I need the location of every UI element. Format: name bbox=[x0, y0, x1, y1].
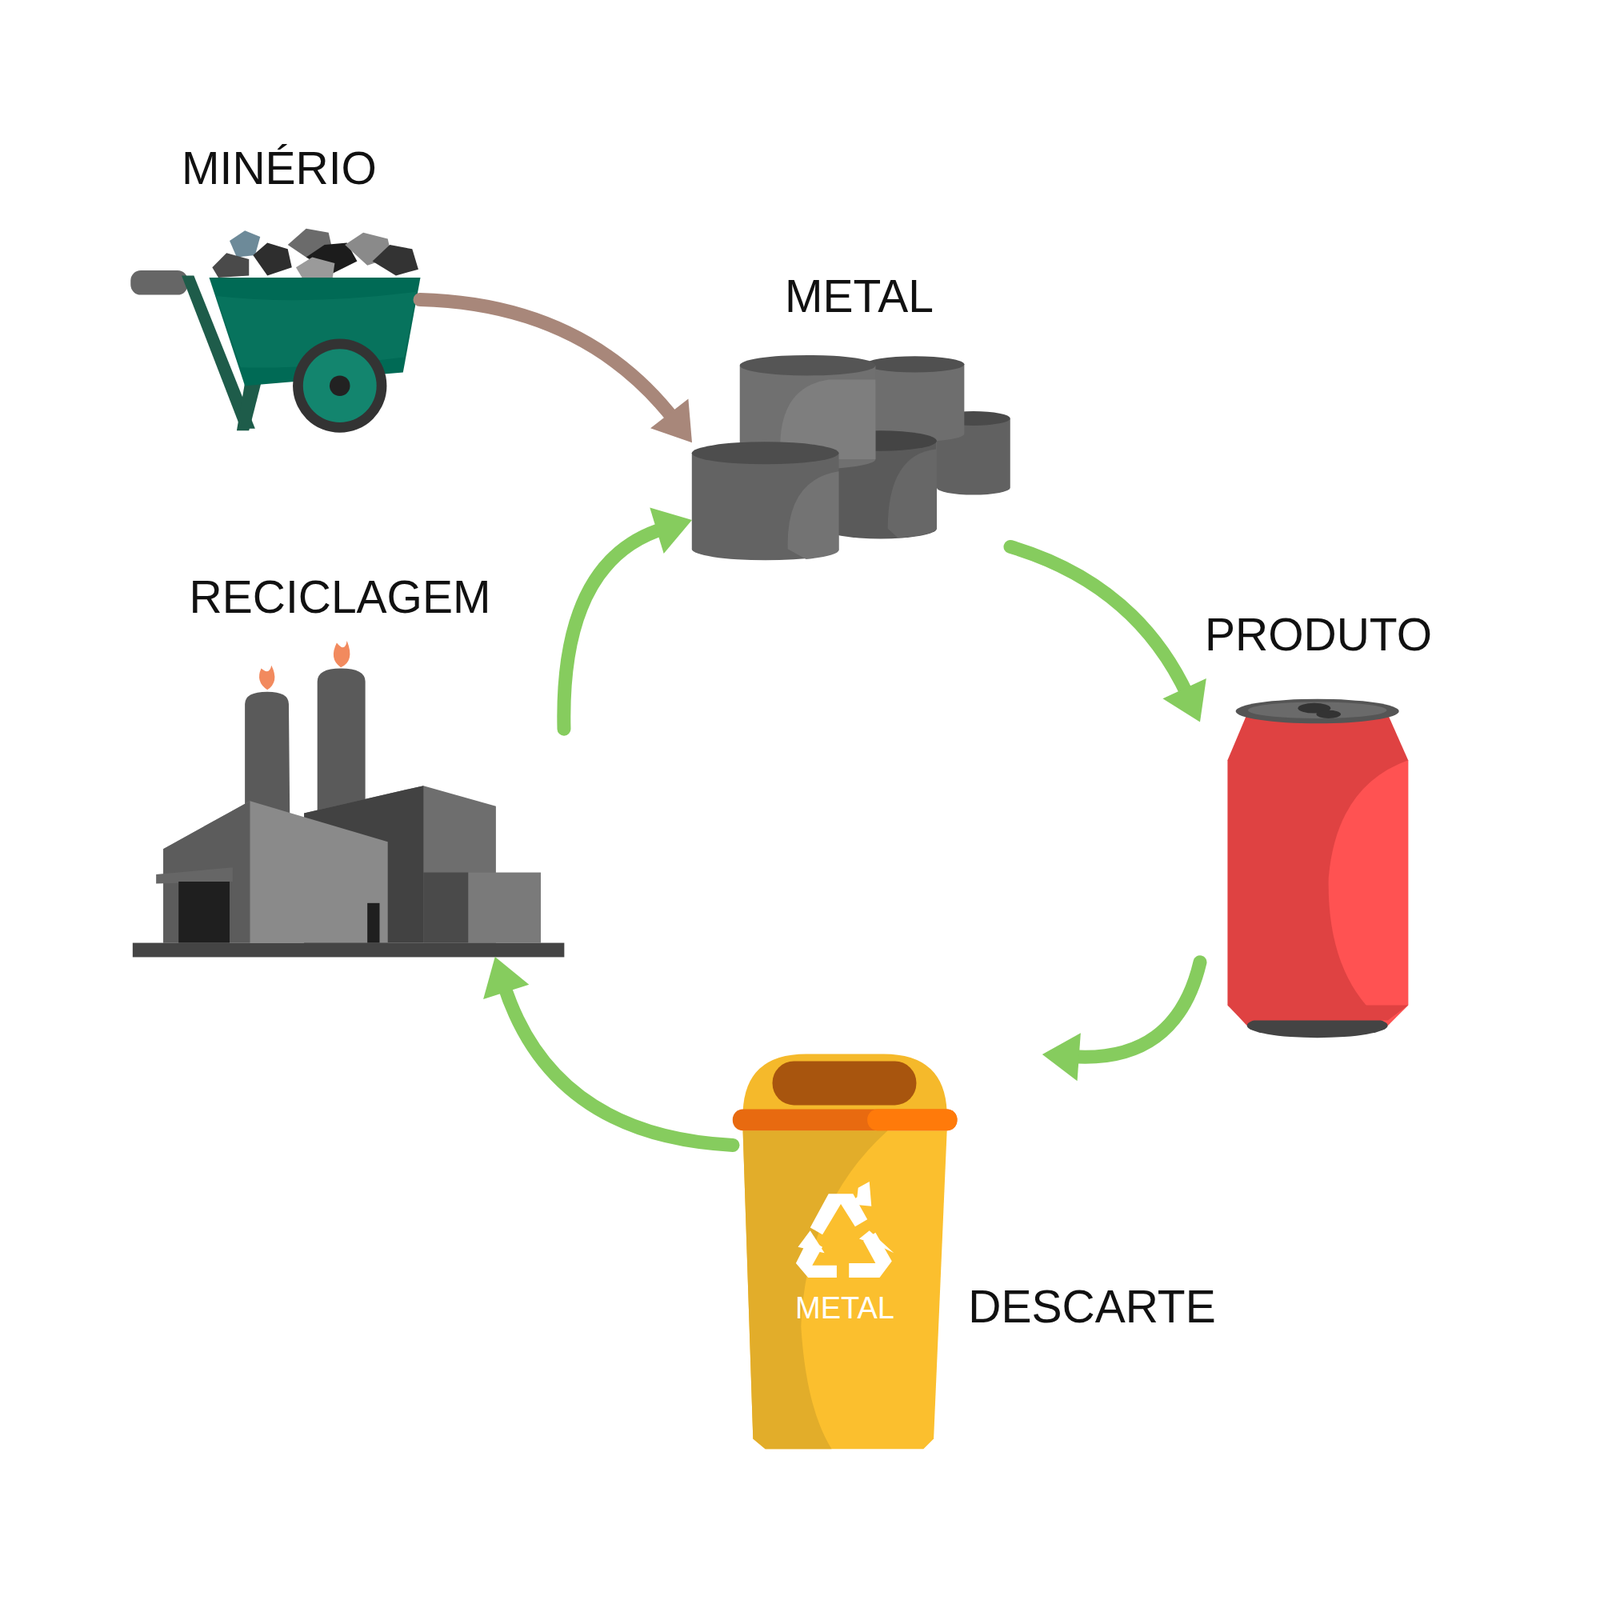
stage-label: MINÉRIO bbox=[181, 143, 377, 194]
cycle-arrow bbox=[564, 508, 692, 730]
arrow-head bbox=[1162, 678, 1206, 722]
cycle-arrow bbox=[1042, 962, 1200, 1081]
stage-label: DESCARTE bbox=[968, 1281, 1216, 1332]
arrow-line bbox=[504, 984, 733, 1145]
cycle-stage: METAL bbox=[692, 264, 1011, 562]
soda-can bbox=[1227, 699, 1408, 1038]
arrow-line bbox=[1010, 546, 1188, 696]
cycle-stage: RECICLAGEM bbox=[132, 564, 564, 957]
metal-ingots bbox=[692, 355, 1011, 560]
arrow-head bbox=[650, 398, 692, 443]
arrow-line bbox=[420, 300, 675, 420]
wheelbarrow bbox=[130, 228, 420, 433]
arrow-head bbox=[649, 508, 692, 554]
factory bbox=[132, 640, 565, 957]
recycling-bin bbox=[732, 1054, 958, 1450]
stage-label: METAL bbox=[784, 271, 934, 322]
cycle-stage: PRODUTO bbox=[1200, 604, 1437, 1041]
arrow-line bbox=[564, 528, 665, 729]
arrow-head bbox=[483, 956, 529, 1000]
cycle-stage: MINÉRIO bbox=[130, 136, 420, 434]
stage-label: PRODUTO bbox=[1204, 609, 1432, 660]
arrow-line bbox=[1071, 962, 1200, 1058]
cycle-arrow bbox=[420, 300, 692, 444]
arrow-head bbox=[1042, 1032, 1081, 1081]
bin-label: METAL bbox=[795, 1292, 895, 1326]
stage-label: RECICLAGEM bbox=[189, 572, 492, 623]
cycle-stage: DESCARTE bbox=[732, 1054, 1224, 1449]
cycle-arrow bbox=[1010, 546, 1207, 722]
cycle-arrow bbox=[483, 956, 733, 1145]
